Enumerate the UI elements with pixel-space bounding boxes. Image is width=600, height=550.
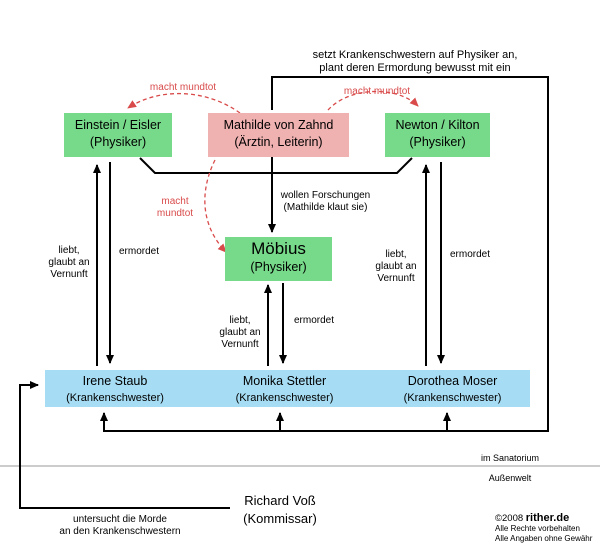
irene-name: Irene Staub xyxy=(82,374,148,388)
footer-copyright-line: ©2008 rither.de xyxy=(495,512,600,525)
monika-role: (Krankenschwester) xyxy=(235,392,334,404)
footer-year: ©2008 xyxy=(495,513,524,524)
label-liebt-dorothea: liebt, glaubt an Vernunft xyxy=(370,249,422,285)
physicists-bracket xyxy=(139,157,413,174)
label-mundtot-right: macht mundtot xyxy=(343,86,411,97)
liebt-dorothea-line2: glaubt an xyxy=(375,261,417,272)
mathilde-role: (Ärztin, Leiterin) xyxy=(234,135,323,149)
label-liebt-irene: liebt, glaubt an Vernunft xyxy=(43,245,95,281)
node-monika: Monika Stettler (Krankenschwester) xyxy=(212,373,357,407)
nurses-bar xyxy=(45,370,530,407)
liebt-dorothea-line3: Vernunft xyxy=(377,273,415,284)
arrow-voss-to-nurses xyxy=(19,381,230,509)
node-newton: Newton / Kilton (Physiker) xyxy=(385,113,490,157)
dorothea-role: (Krankenschwester) xyxy=(403,392,502,404)
footer-rights: Alle Rechte vorbehalten xyxy=(495,524,580,533)
liebt-monika-line2: glaubt an xyxy=(219,327,261,338)
footer-site: rither.de xyxy=(525,512,570,524)
label-ermordet-irene: ermordet xyxy=(118,246,159,257)
label-setzt-ein-line1: setzt Krankenschwestern auf Physiker an, xyxy=(312,49,518,61)
footer-disclaimer: Alle Angaben ohne Gewähr xyxy=(495,534,593,543)
label-mundtot-left: macht mundtot xyxy=(149,82,217,93)
moebius-role: (Physiker) xyxy=(250,260,307,274)
node-voss: Richard Voß (Kommissar) xyxy=(220,492,340,528)
node-moebius: Möbius (Physiker) xyxy=(225,237,332,281)
label-untersucht: untersucht die Morde an den Krankenschwe… xyxy=(40,514,200,538)
untersucht-line1: untersucht die Morde xyxy=(73,514,167,525)
label-liebt-monika: liebt, glaubt an Vernunft xyxy=(214,315,266,351)
moebius-name: Möbius xyxy=(251,239,306,258)
einstein-role: (Physiker) xyxy=(89,135,147,149)
irene-role: (Krankenschwester) xyxy=(66,392,164,404)
liebt-monika-line1: liebt, xyxy=(229,315,251,326)
liebt-irene-line3: Vernunft xyxy=(50,269,88,280)
label-im-sanatorium: im Sanatorium xyxy=(480,453,540,463)
node-irene: Irene Staub (Krankenschwester) xyxy=(45,373,185,407)
label-wollen-line2: (Mathilde klaut sie) xyxy=(283,202,368,213)
liebt-irene-line2: glaubt an xyxy=(48,257,90,268)
label-wollen-forschungen: wollen Forschungen (Mathilde klaut sie) xyxy=(273,190,378,214)
label-ermordet-monika: ermordet xyxy=(293,315,334,326)
node-mathilde: Mathilde von Zahnd (Ärztin, Leiterin) xyxy=(208,113,349,157)
label-mundtot-moebius: macht mundtot xyxy=(150,196,200,220)
node-einstein: Einstein / Eisler (Physiker) xyxy=(64,113,172,157)
monika-name: Monika Stettler xyxy=(242,374,327,388)
einstein-name: Einstein / Eisler xyxy=(74,118,162,132)
label-aussenwelt: Außenwelt xyxy=(488,473,532,483)
voss-name: Richard Voß xyxy=(244,493,316,508)
mathilde-name: Mathilde von Zahnd xyxy=(223,118,334,132)
voss-role: (Kommissar) xyxy=(243,511,317,526)
label-mundtot-moebius-line1: macht xyxy=(161,196,189,207)
loop-mathilde-to-nurses xyxy=(100,76,549,432)
newton-role: (Physiker) xyxy=(409,135,466,149)
mundtot-arrow-moebius xyxy=(204,159,227,253)
liebt-irene-line1: liebt, xyxy=(58,245,80,256)
footer-brand: ©2008 rither.de Alle Rechte vorbehalten … xyxy=(495,513,600,544)
label-setzt-ein: setzt Krankenschwestern auf Physiker an,… xyxy=(290,49,540,75)
label-wollen-line1: wollen Forschungen xyxy=(280,190,371,201)
mundtot-arrow-newton xyxy=(327,90,419,111)
liebt-dorothea-line1: liebt, xyxy=(385,249,407,260)
dorothea-name: Dorothea Moser xyxy=(407,374,498,388)
label-ermordet-dorothea: ermordet xyxy=(449,249,490,260)
liebt-monika-line3: Vernunft xyxy=(221,339,259,350)
node-dorothea: Dorothea Moser (Krankenschwester) xyxy=(380,373,525,407)
mundtot-arrow-einstein xyxy=(127,92,241,114)
untersucht-line2: an den Krankenschwestern xyxy=(59,526,181,537)
label-setzt-ein-line2: plant deren Ermordung bewusst mit ein xyxy=(319,62,511,74)
newton-name: Newton / Kilton xyxy=(395,118,480,132)
label-mundtot-moebius-line2: mundtot xyxy=(156,208,194,219)
